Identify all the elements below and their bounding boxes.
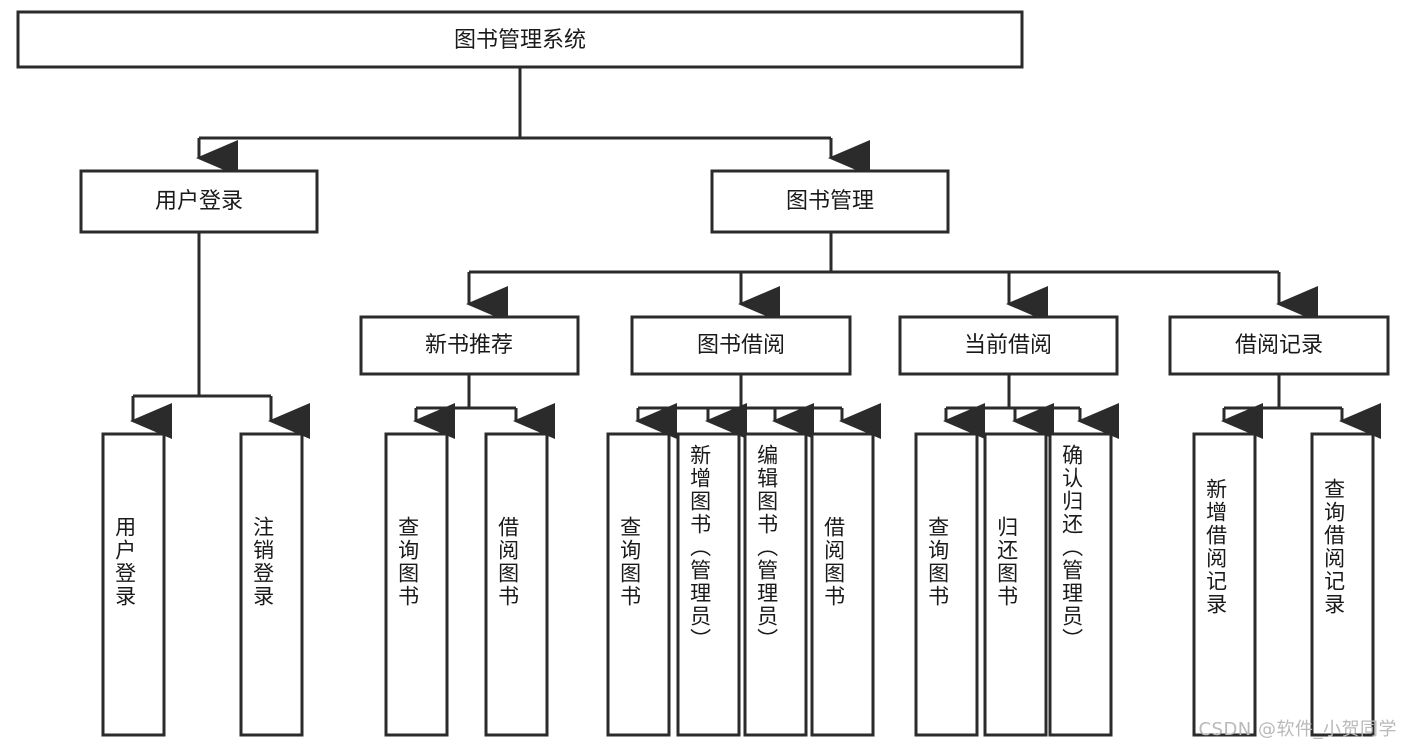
node-borrow-record[interactable]: 借阅记录: [1168, 315, 1390, 376]
node-leaf-query-book-3-box[interactable]: [914, 432, 979, 737]
connector-borrowrecord-to-leaves: [1221, 374, 1381, 439]
node-borrow-record-label: 借阅记录: [1235, 333, 1323, 358]
connector-bookmanage-to-level3: [466, 232, 1318, 322]
connector-newbook-to-leaves: [413, 374, 555, 439]
node-book-manage-label: 图书管理: [786, 189, 874, 214]
node-user-login-box[interactable]: [79, 169, 319, 234]
node-leaf-borrow-book-2-box[interactable]: [810, 432, 875, 737]
node-leaf-return-book-box[interactable]: [983, 432, 1048, 737]
node-book-borrow[interactable]: 图书借阅: [630, 315, 852, 376]
node-current-borrow-box[interactable]: [898, 315, 1119, 376]
node-leaf-add-record-box[interactable]: [1192, 432, 1257, 737]
connector-currentborrow-to-leaves: [943, 374, 1119, 439]
node-root-box[interactable]: [16, 10, 1024, 69]
node-new-book-rec-box[interactable]: [359, 315, 580, 376]
node-leaf-add-book-box[interactable]: [676, 432, 741, 737]
node-root-label: 图书管理系统: [454, 28, 586, 53]
node-leaf-query-record-box[interactable]: [1310, 432, 1375, 737]
node-leaf-query-book-2-box[interactable]: [606, 432, 671, 737]
connector-bookborrow-to-leaves: [635, 374, 881, 439]
node-current-borrow-label: 当前借阅: [964, 333, 1052, 358]
connector-root-to-level2: [196, 67, 870, 176]
csdn-watermark: CSDN @软件_小贺同学: [1198, 719, 1397, 740]
node-leaf-edit-book-box[interactable]: [743, 432, 808, 737]
node-leaf-user-logout-box[interactable]: [239, 432, 304, 737]
node-new-book-rec-label: 新书推荐: [425, 333, 513, 358]
connector-userlogin-to-leaves: [130, 232, 310, 439]
node-leaf-query-book-1-box[interactable]: [384, 432, 449, 737]
node-borrow-record-box[interactable]: [1168, 315, 1390, 376]
node-leaf-user-login-box[interactable]: [101, 432, 166, 737]
node-user-login-label: 用户登录: [155, 189, 243, 214]
node-book-borrow-box[interactable]: [630, 315, 852, 376]
node-book-manage-box[interactable]: [710, 169, 950, 234]
node-leaf-borrow-book-1-box[interactable]: [484, 432, 549, 737]
node-root[interactable]: 图书管理系统: [16, 10, 1024, 69]
node-leaf-confirm-return-box[interactable]: [1048, 432, 1113, 737]
node-current-borrow[interactable]: 当前借阅: [898, 315, 1119, 376]
node-new-book-rec[interactable]: 新书推荐: [359, 315, 580, 376]
node-user-login[interactable]: 用户登录: [79, 169, 319, 234]
node-book-borrow-label: 图书借阅: [697, 333, 785, 358]
node-book-manage[interactable]: 图书管理: [710, 169, 950, 234]
